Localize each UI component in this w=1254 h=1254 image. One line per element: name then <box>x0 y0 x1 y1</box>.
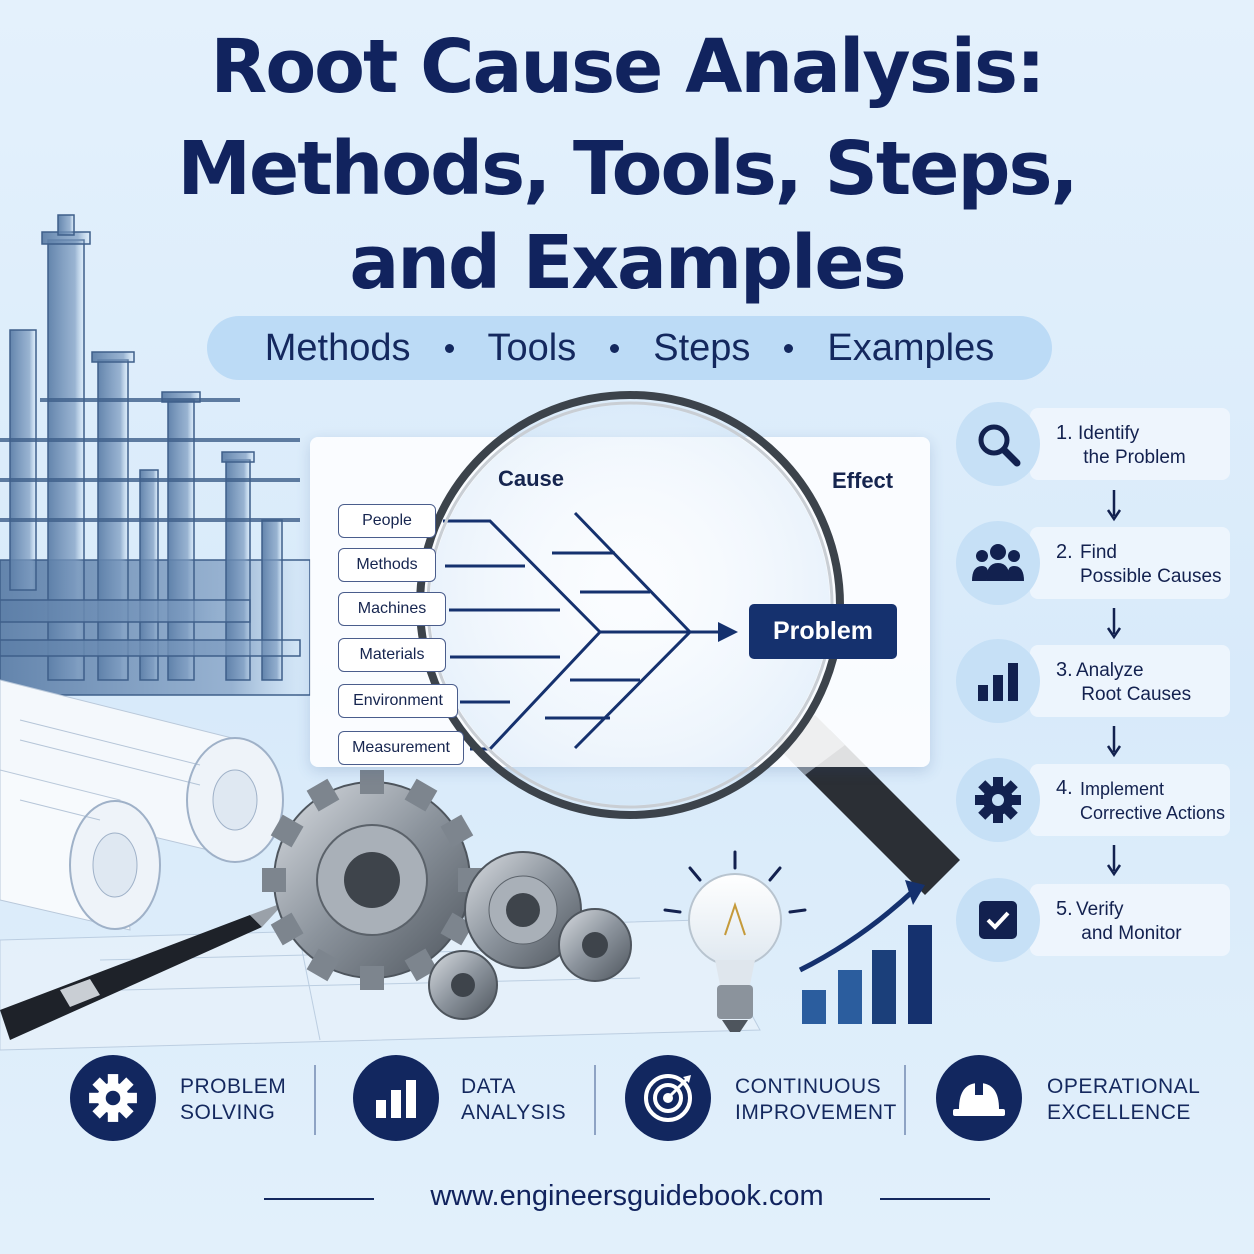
step-text-1: Identify the Problem <box>1078 423 1186 468</box>
growth-chart-illustration <box>798 880 932 1024</box>
gear-icon <box>956 758 1040 842</box>
down-arrow-icon <box>1106 726 1122 758</box>
bullet-dot <box>610 343 620 353</box>
bottom-label-problem-solving: PROBLEM SOLVING <box>180 1075 287 1124</box>
subtitle-pill: Methods Tools Steps Examples <box>207 316 1052 380</box>
title-line-2: Methods, Tools, Steps, <box>177 126 1078 212</box>
category-measurement: Measurement <box>338 731 464 765</box>
category-machines: Machines <box>338 592 446 626</box>
gear-icon <box>70 1055 156 1141</box>
checkbox-icon <box>956 878 1040 962</box>
category-environment: Environment <box>338 684 458 718</box>
title-line-1: Root Cause Analysis: <box>210 24 1045 110</box>
category-methods: Methods <box>338 548 436 582</box>
step-text-2: Find Possible Causes <box>1080 542 1222 587</box>
step-card-1 <box>1030 408 1230 480</box>
pill-tools: Tools <box>487 326 577 369</box>
step-number-3: 3. <box>1056 659 1073 681</box>
bottom-label-data-analysis: DATA ANALYSIS <box>461 1075 567 1124</box>
step-number-5: 5. <box>1056 898 1073 920</box>
down-arrow-icon <box>1106 845 1122 877</box>
down-arrow-icon <box>1106 608 1122 640</box>
bar-chart-icon <box>353 1055 439 1141</box>
step-text-5: Verify and Monitor <box>1076 899 1182 944</box>
gears-illustration <box>262 770 632 1020</box>
footer-rule-right <box>880 1198 990 1200</box>
refinery-illustration <box>0 214 311 696</box>
problem-box: Problem <box>749 604 897 659</box>
lightbulb-illustration <box>663 850 807 1032</box>
bottom-label-continuous-improvement: CONTINUOUS IMPROVEMENT <box>735 1075 897 1124</box>
bullet-dot <box>784 343 794 353</box>
pen-illustration <box>0 902 285 1040</box>
bullet-dot <box>444 343 454 353</box>
target-icon <box>625 1055 711 1141</box>
step-card-5 <box>1030 884 1230 956</box>
bottom-label-operational-excellence: OPERATIONAL EXCELLENCE <box>1047 1075 1201 1124</box>
step-number-1: 1. <box>1056 422 1073 444</box>
blueprint-rolls-illustration <box>0 679 284 931</box>
step-card-2 <box>1030 527 1230 599</box>
people-icon <box>956 521 1040 605</box>
step-card-4 <box>1030 764 1230 836</box>
footer-rule-left <box>264 1198 374 1200</box>
pill-examples: Examples <box>827 326 995 369</box>
step-card-3 <box>1030 645 1230 717</box>
search-icon <box>956 402 1040 486</box>
bar-chart-icon <box>956 639 1040 723</box>
divider <box>314 1065 316 1135</box>
effect-label: Effect <box>832 468 894 493</box>
hard-hat-icon <box>936 1055 1022 1141</box>
step-number-2: 2. <box>1056 541 1073 563</box>
website-url: www.engineersguidebook.com <box>430 1180 824 1212</box>
cause-label: Cause <box>498 466 565 491</box>
step-number-4: 4. <box>1056 777 1073 799</box>
divider <box>594 1065 596 1135</box>
divider <box>904 1065 906 1135</box>
pill-methods: Methods <box>264 326 411 369</box>
title-line-3: and Examples <box>349 220 906 306</box>
category-people: People <box>338 504 436 538</box>
step-text-4: Implement Corrective Actions <box>1080 779 1226 823</box>
down-arrow-icon <box>1106 490 1122 522</box>
category-materials: Materials <box>338 638 446 672</box>
step-text-3: Analyze Root Causes <box>1076 660 1192 705</box>
pill-steps: Steps <box>653 326 751 369</box>
